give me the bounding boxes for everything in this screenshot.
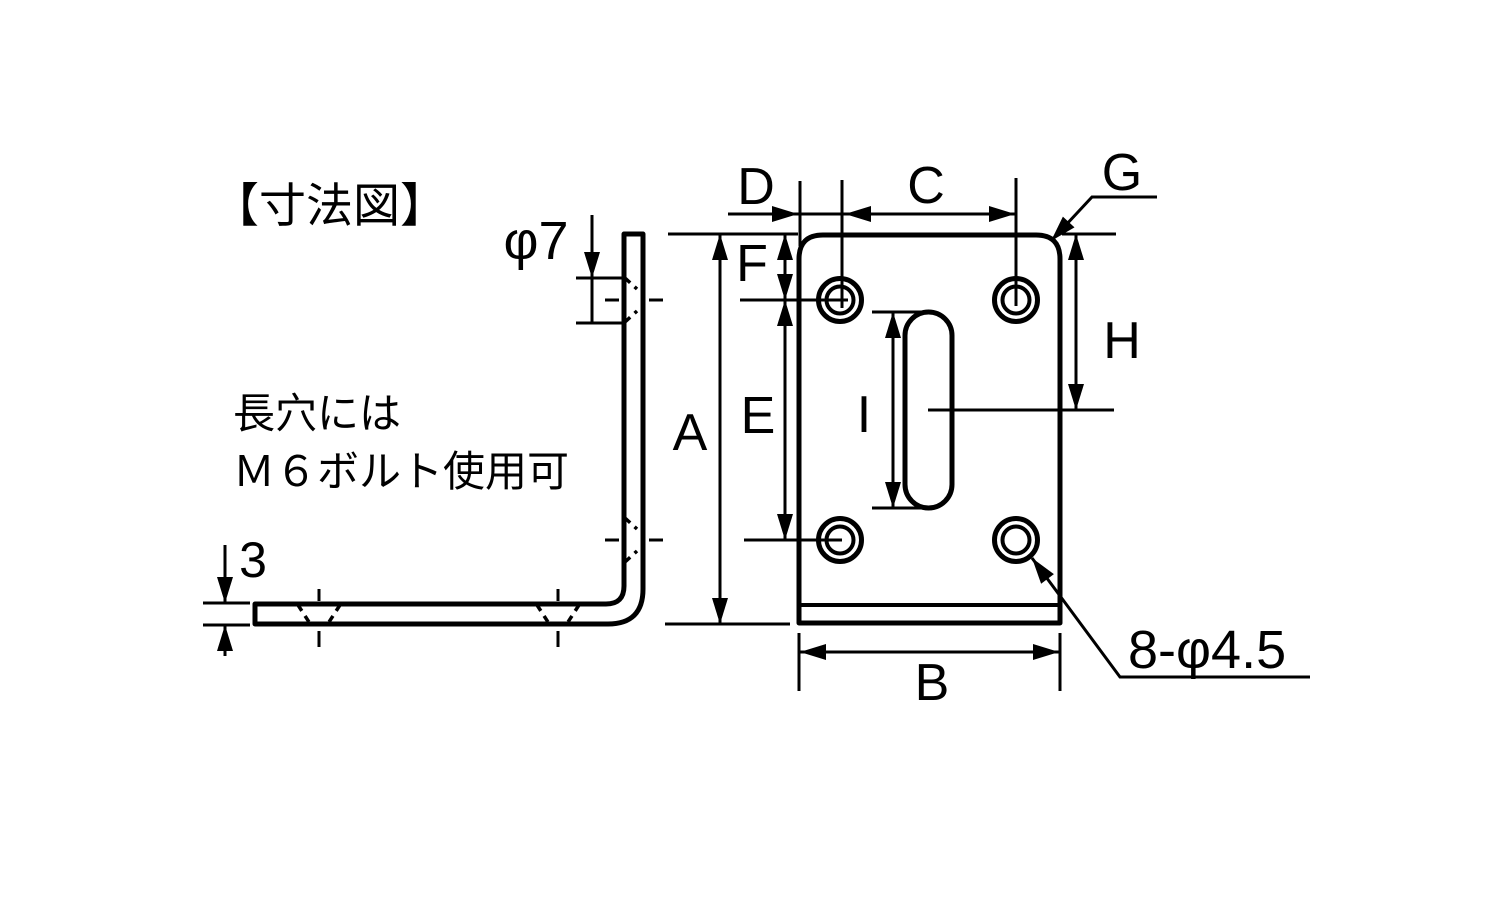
countersink-dash (623, 309, 639, 324)
front-view: A D C F E (665, 144, 1310, 712)
note-line1: 長穴には (233, 390, 401, 437)
dim-f-label: F (736, 235, 768, 293)
dim-thickness-arrowhead-up (217, 625, 233, 651)
holes-callout-leader (1030, 557, 1310, 679)
countersink-dash (566, 604, 581, 623)
dim-g-label: G (1102, 144, 1142, 202)
dim-phi7: φ7 (503, 211, 622, 325)
drawing-title: 【寸法図】 (212, 179, 447, 232)
dim-c-arrowhead-left (845, 206, 871, 222)
dim-e-label: E (741, 387, 776, 445)
holes-callout: 8-φ4.5 (1030, 557, 1310, 680)
front-view-outline (796, 232, 1063, 626)
countersink-dash (623, 549, 639, 564)
dim-a-arrowhead-down (712, 598, 728, 624)
dim-d-arrowhead-right (772, 206, 798, 222)
dim-i-label: I (857, 386, 871, 444)
side-view-outline (252, 231, 646, 627)
dim-a-arrowhead-up (712, 234, 728, 260)
dim-thickness: 3 (203, 532, 267, 656)
dim-e-arrowhead-up (777, 300, 793, 326)
dim-h-arrowhead-down (1068, 384, 1084, 410)
countersink-dash (623, 516, 639, 531)
dim-thickness-label: 3 (239, 532, 267, 588)
dim-thickness-arrowhead-down (217, 577, 233, 603)
dim-g-arrowhead (1051, 216, 1075, 241)
dim-d-c: D C (728, 157, 1018, 308)
side-view-hidden-hole-bottom (605, 516, 663, 564)
side-view-hidden-hole-left (296, 589, 342, 647)
dim-f-arrowhead-up (777, 234, 793, 260)
countersink-dash (623, 276, 639, 291)
holes-callout-label: 8-φ4.5 (1128, 620, 1286, 680)
countersink-dash (327, 604, 342, 623)
dim-c-label: C (907, 157, 945, 215)
dim-f-arrowhead-down (777, 274, 793, 300)
hole-bore-circle (1000, 524, 1032, 556)
side-view-hidden-hole-right (535, 589, 581, 647)
dim-i-arrowhead-down (885, 482, 901, 508)
dim-phi7-label: φ7 (503, 211, 568, 271)
hole-bottom-right (992, 516, 1040, 564)
dim-a: A (665, 232, 798, 626)
note-line2: Ｍ６ボルト使用可 (233, 448, 569, 495)
dim-b-arrowhead-right (1033, 644, 1059, 660)
countersink-dash (296, 604, 311, 623)
dim-i: I (857, 310, 927, 510)
hole-countersink-circle (992, 516, 1040, 564)
dim-f-e: F E (736, 234, 848, 542)
dim-h: H (928, 232, 1141, 412)
side-view-hidden-hole-top (605, 276, 663, 324)
dim-g: G (1049, 144, 1157, 243)
dim-a-label: A (673, 404, 708, 462)
dim-b-label: B (915, 654, 950, 712)
dim-d-label: D (737, 158, 775, 216)
countersink-dash (535, 604, 550, 623)
dim-c-arrowhead-right (989, 206, 1015, 222)
dim-b-arrowhead-left (800, 644, 826, 660)
dim-e-arrowhead-down (777, 514, 793, 540)
side-view: φ7 3 (203, 211, 663, 656)
dim-b: B (797, 633, 1062, 712)
dim-phi7-arrowhead (584, 252, 600, 278)
dim-i-arrowhead-up (885, 312, 901, 338)
dim-h-label: H (1103, 312, 1141, 370)
dim-h-arrowhead-up (1068, 234, 1084, 260)
holes-callout-arrowhead (1032, 558, 1054, 584)
